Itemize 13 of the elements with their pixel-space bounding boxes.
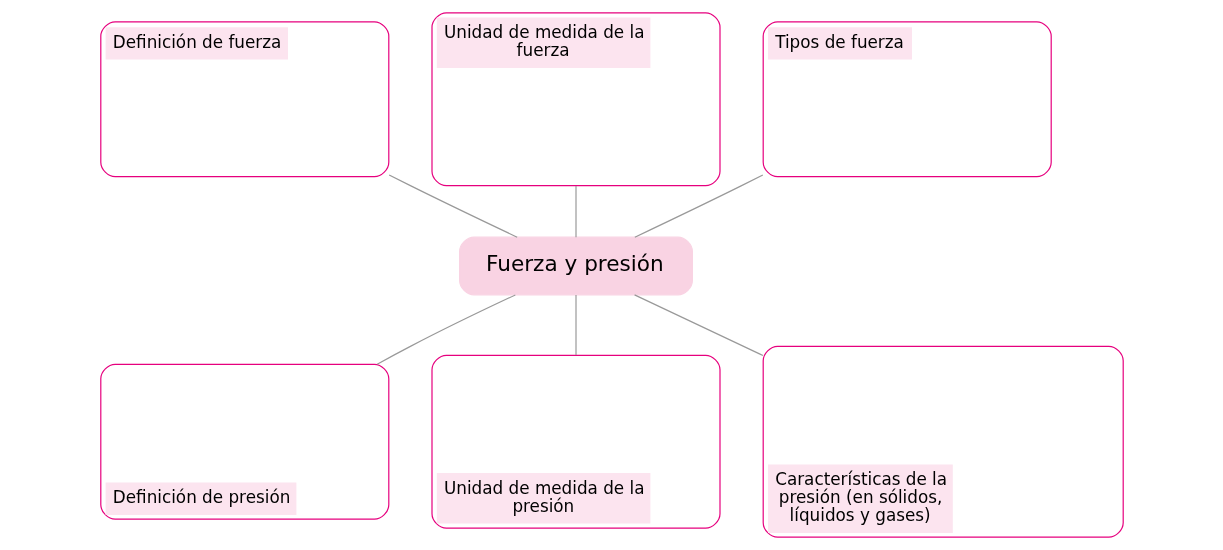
connector [388,174,518,238]
node-box: Tipos de fuerza [762,21,1052,178]
node-box: Unidad de medida de la fuerza [430,12,721,187]
node-box: Definición de fuerza [99,21,389,178]
node-box: Unidad de medida de la presión [430,354,721,529]
connector [633,294,764,357]
connector [376,294,516,365]
connector [633,174,763,238]
node-box: Fuerza y presión [458,236,693,296]
node-box: Definición de presión [99,363,389,520]
connector [574,294,577,356]
connector [574,185,577,238]
node-box: Características de la presión (en sólidos, líquidos y gases) [762,345,1124,538]
